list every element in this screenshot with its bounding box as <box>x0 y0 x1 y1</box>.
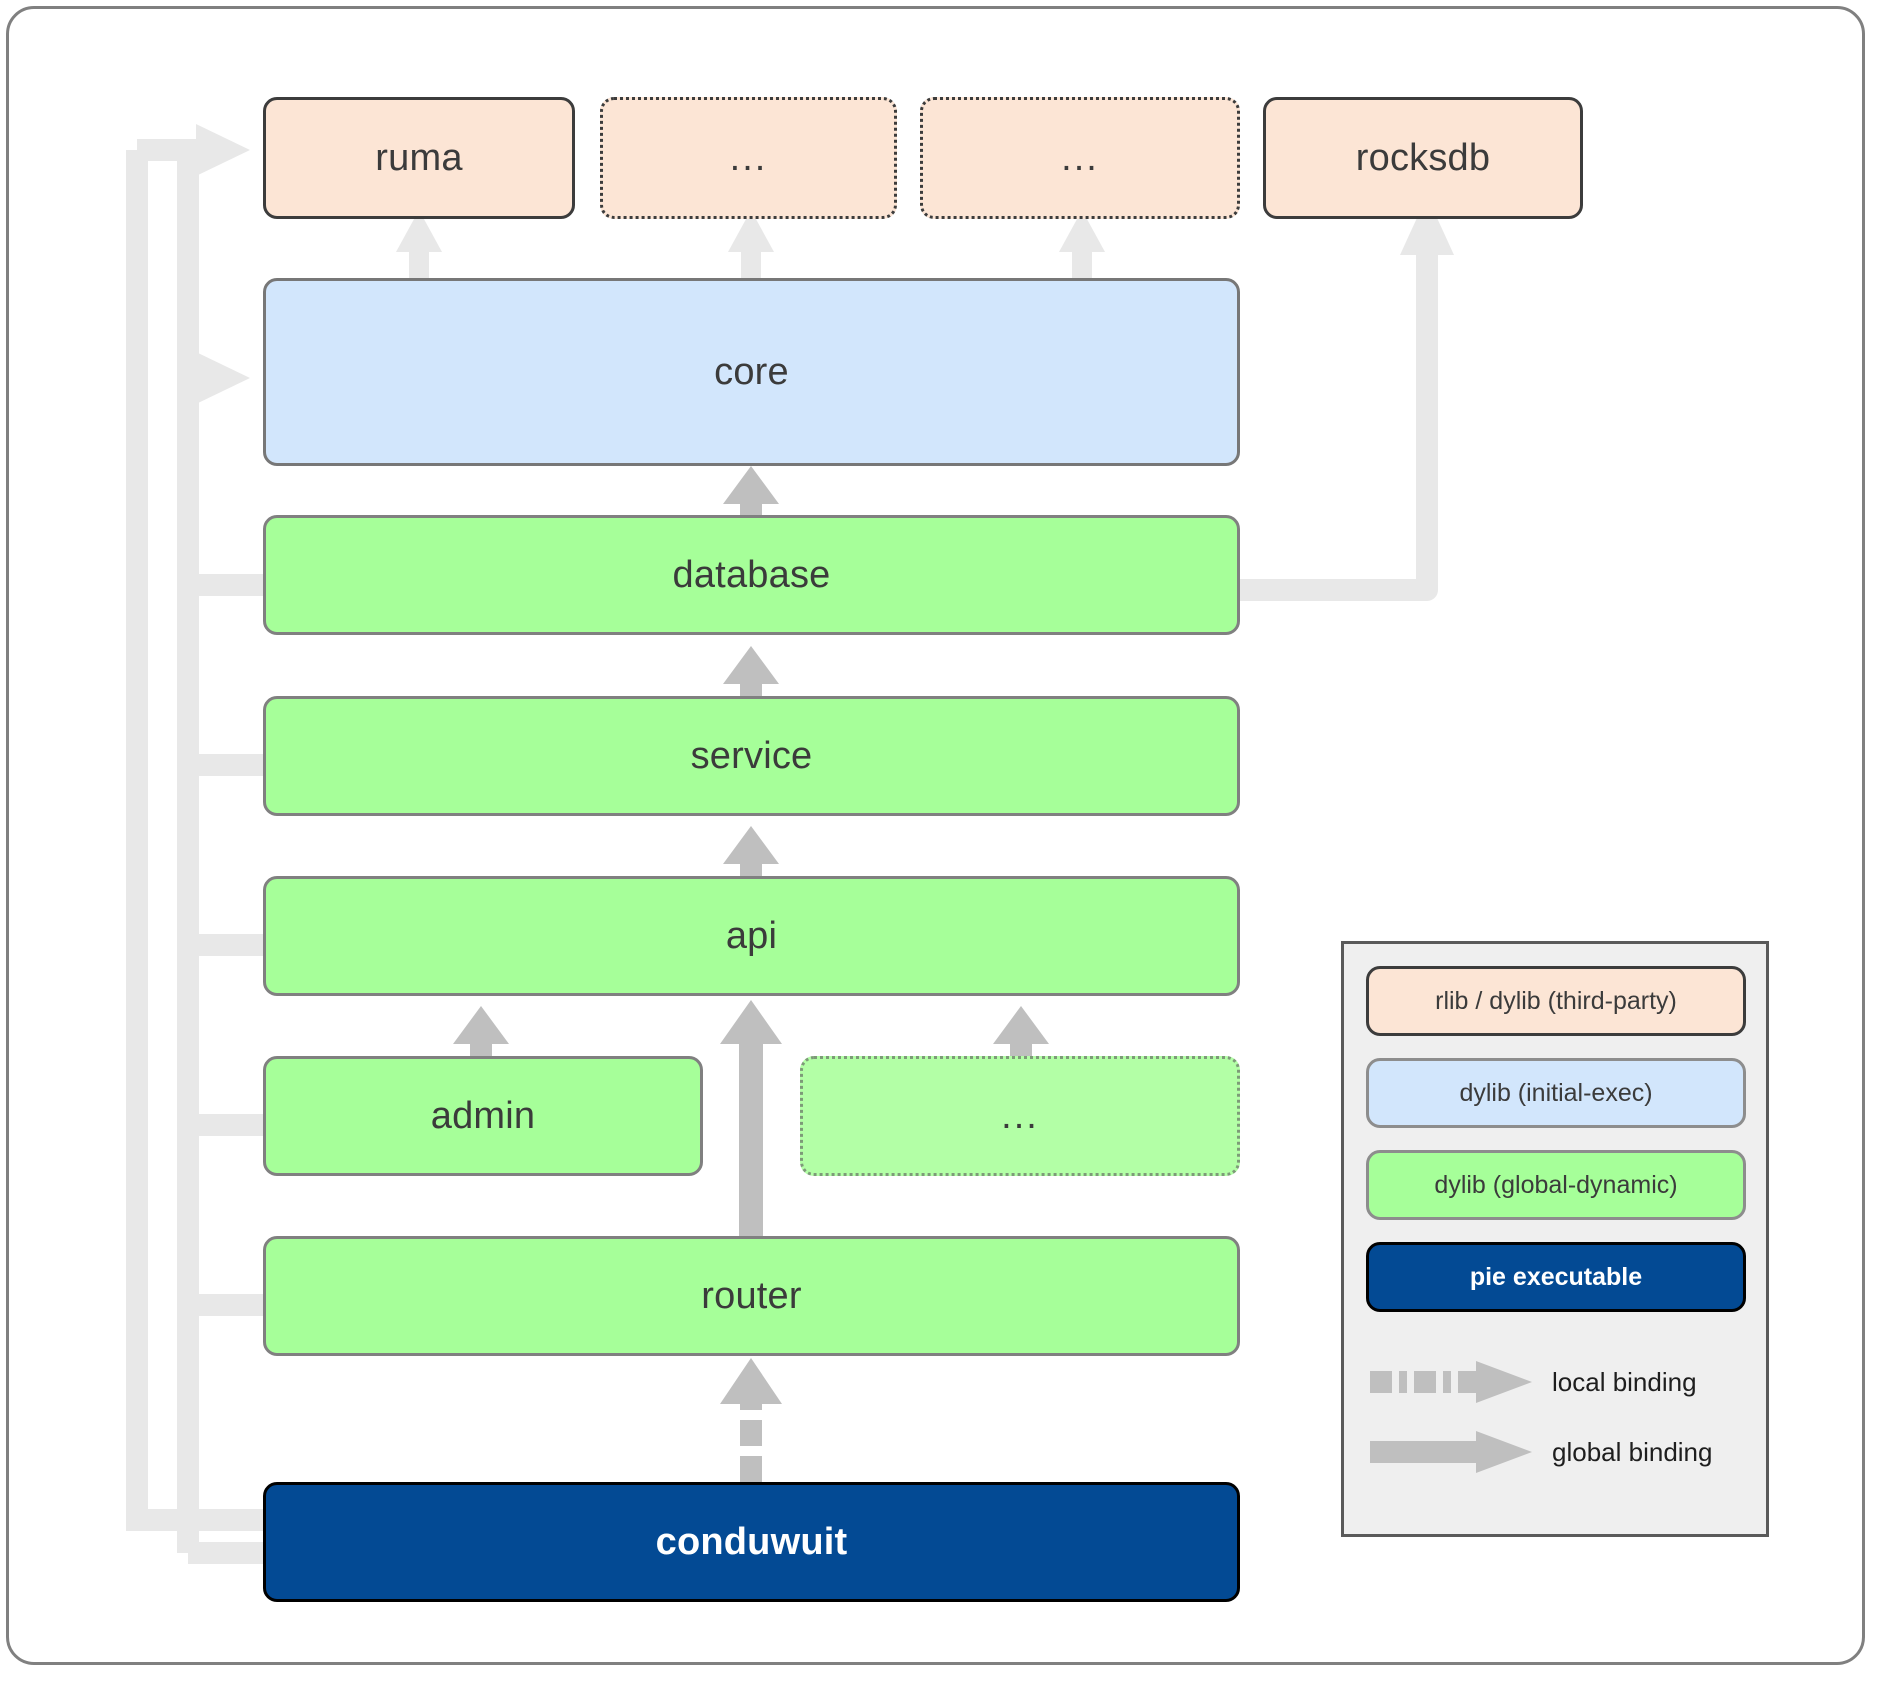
legend-label: global binding <box>1552 1436 1713 1467</box>
legend-label: pie executable <box>1469 1262 1643 1291</box>
node-label: admin <box>430 1094 536 1137</box>
global-binding-arrow-icon <box>1366 1429 1536 1475</box>
legend-label: rlib / dylib (third-party) <box>1435 986 1677 1015</box>
node-label: ruma <box>375 136 463 179</box>
node-plugin-ellipsis[interactable]: ... <box>800 1056 1240 1176</box>
node-service[interactable]: service <box>263 696 1240 816</box>
legend-swatch-pie-executable: pie executable <box>1366 1242 1746 1312</box>
node-ruma[interactable]: ruma <box>263 97 575 219</box>
node-admin[interactable]: admin <box>263 1056 703 1176</box>
node-core[interactable]: core <box>263 278 1240 466</box>
node-label: ... <box>1061 136 1099 179</box>
node-third-party-b[interactable]: ... <box>920 97 1240 219</box>
node-conduwuit[interactable]: conduwuit <box>263 1482 1240 1602</box>
node-router[interactable]: router <box>263 1236 1240 1356</box>
node-label: api <box>725 914 778 957</box>
legend-swatch-global-dynamic: dylib (global-dynamic) <box>1366 1150 1746 1220</box>
node-label: conduwuit <box>655 1520 848 1563</box>
legend-swatch-third-party: rlib / dylib (third-party) <box>1366 966 1746 1036</box>
node-third-party-a[interactable]: ... <box>600 97 897 219</box>
node-label: database <box>672 553 831 596</box>
legend-swatch-initial-exec: dylib (initial-exec) <box>1366 1058 1746 1128</box>
legend-label: dylib (global-dynamic) <box>1434 1170 1678 1199</box>
node-rocksdb[interactable]: rocksdb <box>1263 97 1583 219</box>
node-label: router <box>701 1274 802 1317</box>
legend-label: dylib (initial-exec) <box>1459 1078 1653 1107</box>
node-label: ... <box>1001 1094 1039 1137</box>
legend-label: local binding <box>1552 1366 1697 1397</box>
node-label: service <box>690 734 813 777</box>
node-api[interactable]: api <box>263 876 1240 996</box>
node-label: ... <box>729 136 768 179</box>
legend-row-local-binding: local binding <box>1366 1354 1750 1410</box>
node-label: core <box>714 350 789 393</box>
node-database[interactable]: database <box>263 515 1240 635</box>
legend-panel: rlib / dylib (third-party) dylib (initia… <box>1341 941 1769 1537</box>
local-binding-arrow-icon <box>1366 1359 1536 1405</box>
node-label: rocksdb <box>1355 136 1491 179</box>
legend-row-global-binding: global binding <box>1366 1424 1750 1480</box>
